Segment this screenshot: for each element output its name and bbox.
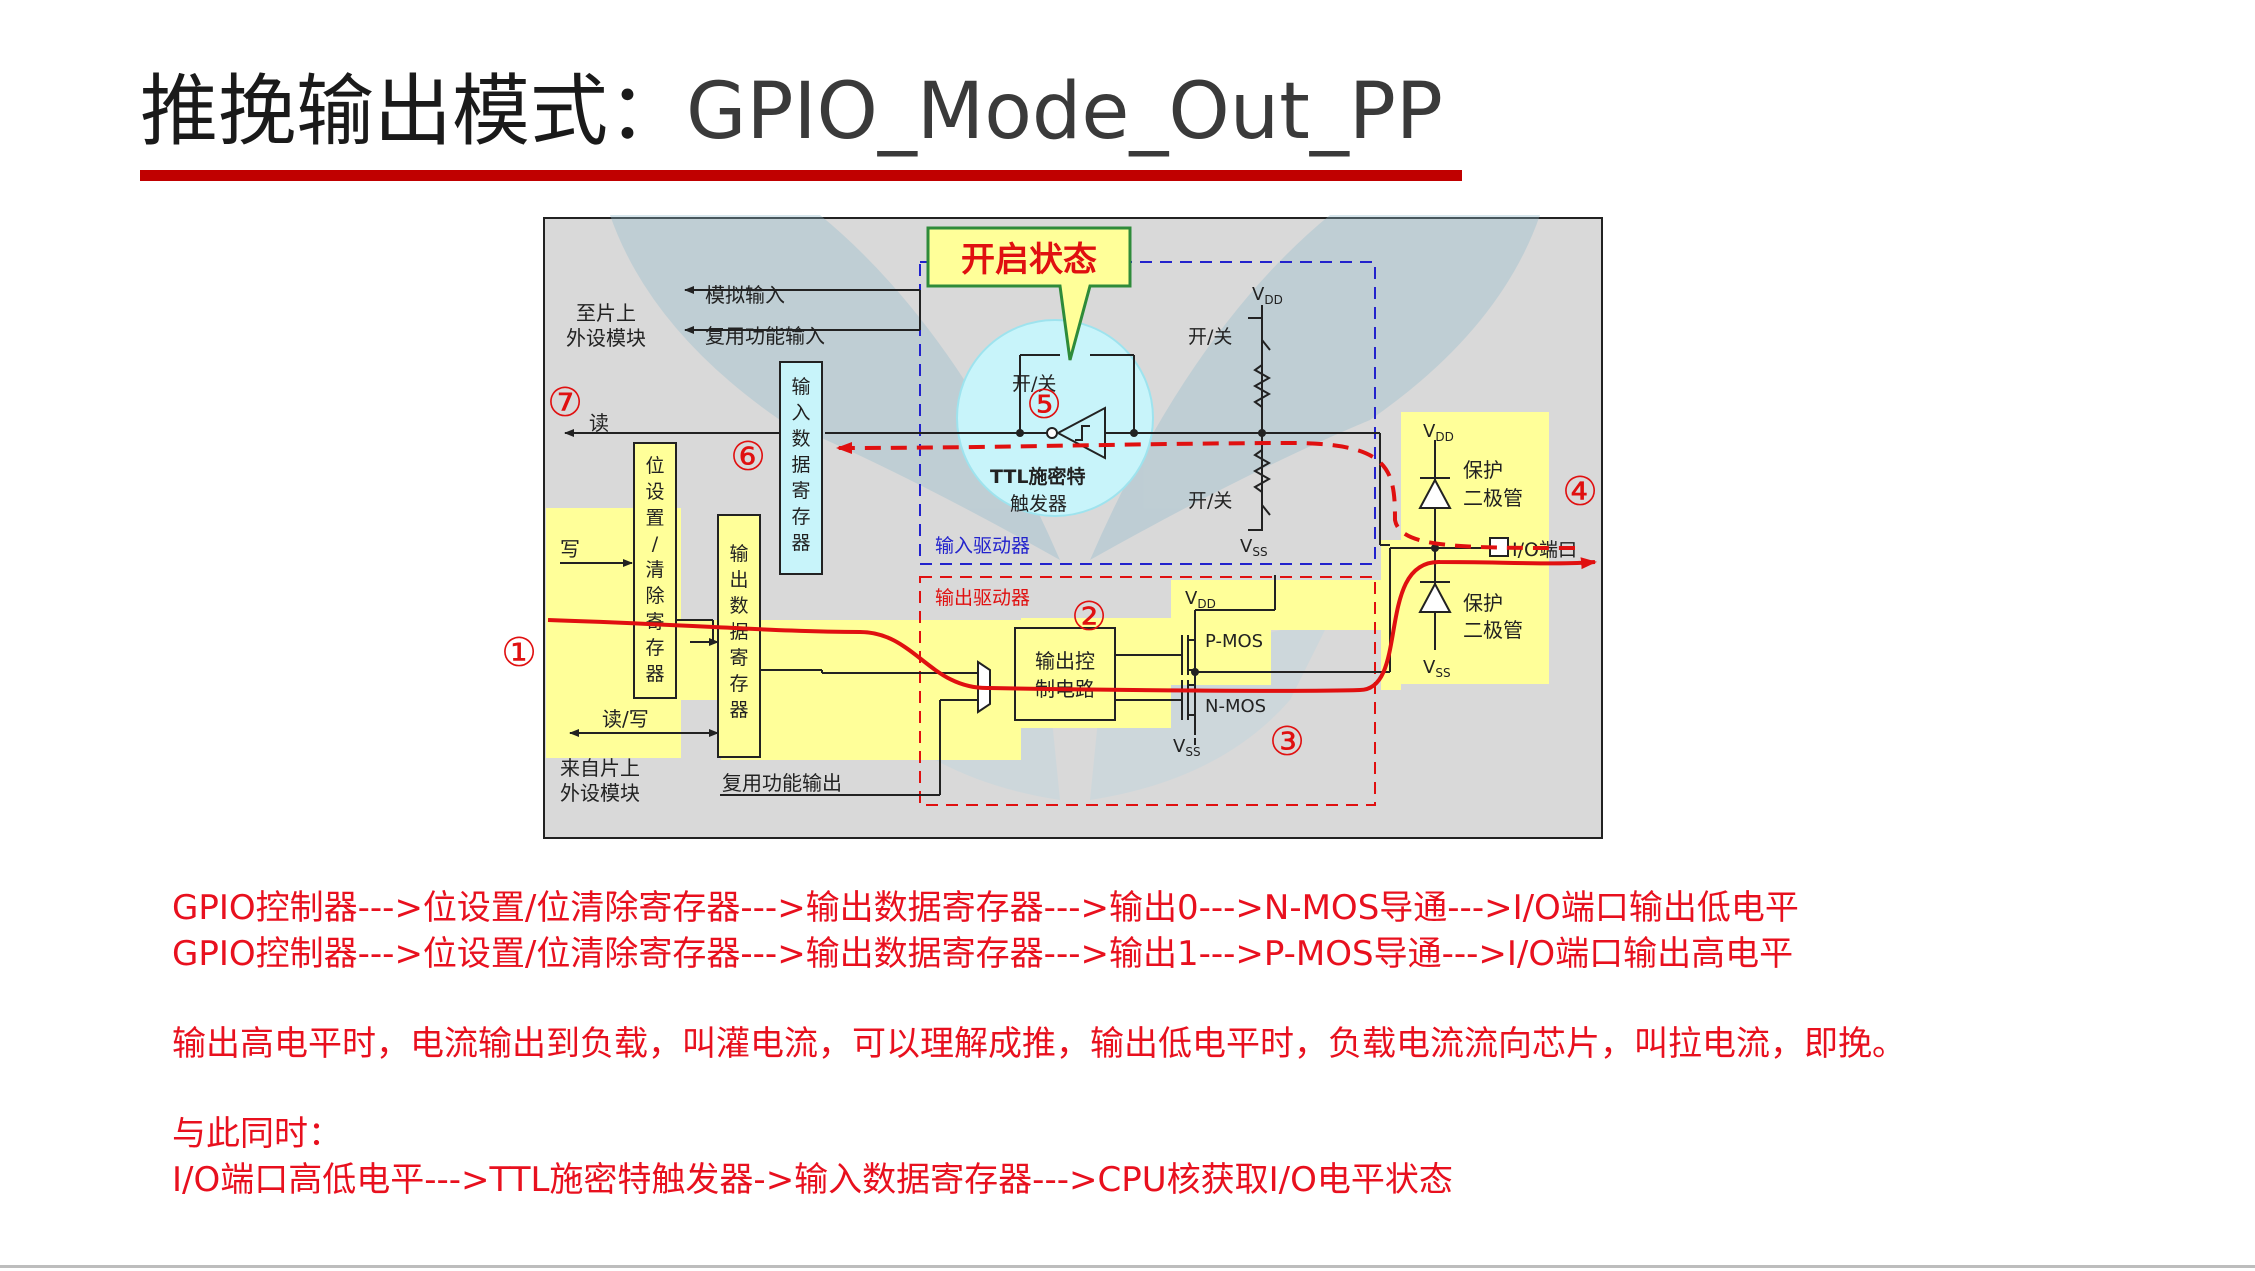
input-driver-box [919, 261, 1376, 565]
schmitt-label-2: 触发器 [1010, 493, 1067, 515]
vdd-diode-label: VDD [1423, 421, 1454, 444]
from-peripheral-label-1: 来自片上 [560, 756, 640, 780]
pmos-label: P-MOS [1205, 631, 1263, 652]
note-line-3: 输出高电平时，电流输出到负载，叫灌电流，可以理解成推，输出低电平时，负载电流流向… [172, 1024, 1906, 1064]
vss-nmos-label: VSS [1173, 736, 1201, 759]
bit-set-reset-register [633, 442, 677, 699]
vss-pull-label: VSS [1240, 536, 1268, 559]
svg-text:存: 存 [791, 506, 810, 528]
svg-text:输: 输 [791, 376, 810, 398]
page-title: 推挽输出模式：GPIO_Mode_Out_PP [140, 62, 1443, 162]
nmos-label: N-MOS [1205, 696, 1266, 717]
title-underline [140, 170, 1462, 181]
output-control-circuit [1014, 627, 1116, 721]
output-data-register-label: 输 出 数 据 寄 存 器 [729, 543, 748, 721]
schmitt-label-1: TTL施密特 [990, 465, 1085, 488]
note-spacer [172, 1067, 1906, 1111]
note-line-5: I/O端口高低电平--->TTL施密特触发器->输入数据寄存器--->CPU核获… [172, 1160, 1453, 1200]
output-data-register [717, 514, 761, 758]
input-driver-label: 输入驱动器 [935, 535, 1030, 557]
output-driver-label: 输出驱动器 [935, 587, 1030, 609]
note-line-4: 与此同时： [172, 1114, 342, 1154]
bit-set-reset-register-label: 位 设 置 / 清 除 寄 存 器 [645, 455, 664, 685]
read-label: 读 [589, 411, 609, 435]
svg-text:输: 输 [729, 543, 748, 565]
title-cn: 推挽输出模式： [140, 67, 687, 157]
enable-callout: 开启状态 [926, 226, 1132, 361]
svg-text:/: / [652, 533, 659, 555]
svg-text:清: 清 [645, 559, 664, 581]
marker-4: ④ [1562, 469, 1598, 515]
junction-dot [1431, 544, 1439, 552]
svg-text:存: 存 [645, 637, 664, 659]
svg-text:除: 除 [645, 585, 664, 607]
protect-diode-top-1: 保护 [1463, 458, 1503, 482]
alt-func-input-label: 复用功能输入 [705, 324, 825, 348]
output-control-label-1: 输出控 [1035, 649, 1095, 673]
svg-text:寄: 寄 [791, 480, 810, 502]
svg-text:寄: 寄 [645, 611, 664, 633]
vdd-pmos-label: VDD [1185, 588, 1216, 611]
callout-text: 开启状态 [961, 240, 1097, 280]
protect-diode-bottom-2: 二极管 [1463, 618, 1523, 642]
marker-6: ⑥ [730, 434, 766, 480]
marker-2: ② [1071, 594, 1107, 640]
schmitt-switch-label: 开/关 [1012, 373, 1056, 395]
write-label: 写 [560, 537, 580, 561]
svg-text:存: 存 [729, 673, 748, 695]
title-en: GPIO_Mode_Out_PP [686, 67, 1443, 157]
svg-text:置: 置 [645, 507, 664, 529]
switch-top-label: 开/关 [1188, 326, 1232, 348]
svg-text:寄: 寄 [729, 647, 748, 669]
analog-input-label: 模拟输入 [705, 283, 785, 307]
protect-diode-top-2: 二极管 [1463, 486, 1523, 510]
note-line-2: GPIO控制器--->位设置/位清除寄存器--->输出数据寄存器--->输出1-… [172, 934, 1794, 974]
junction-dot [1130, 429, 1138, 437]
to-peripheral-label-2: 外设模块 [566, 326, 646, 350]
junction-dot [1016, 429, 1024, 437]
svg-text:入: 入 [791, 402, 810, 424]
explanation-notes: GPIO控制器--->位设置/位清除寄存器--->输出数据寄存器--->输出0-… [172, 885, 1906, 1203]
note-spacer [172, 977, 1906, 1021]
marker-3: ③ [1269, 719, 1305, 765]
svg-text:数: 数 [729, 595, 748, 617]
svg-text:据: 据 [729, 621, 748, 643]
marker-5: ⑤ [1026, 382, 1062, 428]
input-data-register [779, 361, 823, 575]
output-driver-box [919, 576, 1376, 806]
bottom-divider [0, 1265, 2255, 1268]
input-read-path [836, 440, 1576, 550]
pull-resistors [1248, 305, 1272, 531]
from-peripheral-label-2: 外设模块 [560, 781, 640, 805]
alt-func-output-label: 复用功能输出 [722, 771, 842, 795]
svg-text:器: 器 [729, 699, 748, 721]
note-line-1: GPIO控制器--->位设置/位清除寄存器--->输出数据寄存器--->输出0-… [172, 888, 1799, 928]
to-peripheral-label-1: 至片上 [576, 301, 636, 325]
svg-text:出: 出 [729, 569, 748, 591]
protect-diode-bottom-1: 保护 [1463, 591, 1503, 615]
read-write-label: 读/写 [602, 707, 649, 731]
output-current-path [547, 557, 1597, 693]
svg-text:位: 位 [645, 455, 664, 477]
protection-diodes [1418, 440, 1452, 613]
marker-7: ⑦ [547, 380, 583, 426]
step-markers: ① ② ③ ④ ⑤ ⑥ ⑦ [501, 380, 1598, 765]
switch-bottom-label: 开/关 [1188, 490, 1232, 512]
svg-text:器: 器 [791, 532, 810, 554]
vdd-top-label: VDD [1252, 284, 1283, 307]
marker-1: ① [501, 630, 537, 676]
input-data-register-label: 输 入 数 据 寄 存 器 [791, 376, 810, 554]
io-port-label: I/O端口 [1512, 539, 1577, 561]
svg-text:数: 数 [791, 428, 810, 450]
junction-dot [1191, 668, 1199, 676]
vss-diode-label: VSS [1423, 657, 1451, 680]
svg-text:设: 设 [645, 481, 664, 503]
svg-text:器: 器 [645, 663, 664, 685]
svg-text:据: 据 [791, 454, 810, 476]
schmitt-trigger-highlight [956, 319, 1154, 517]
mosfet-pair [1181, 575, 1276, 745]
